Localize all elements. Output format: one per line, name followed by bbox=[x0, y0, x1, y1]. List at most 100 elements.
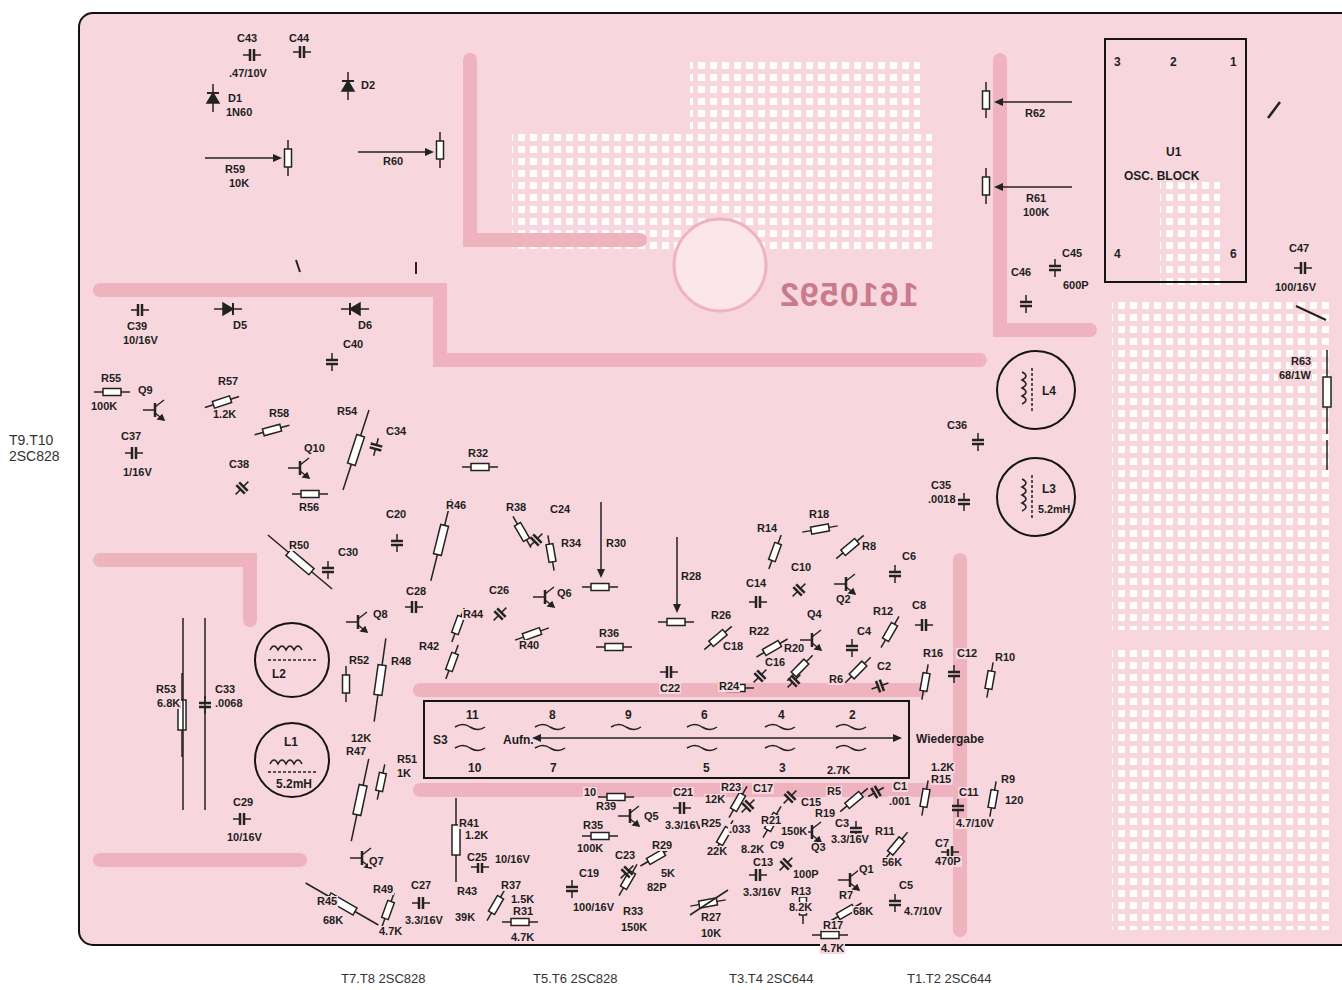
part-name: C3 bbox=[834, 818, 850, 829]
part-name: C44 bbox=[288, 33, 310, 44]
part-name: C4 bbox=[856, 626, 872, 637]
component-value: 150K bbox=[620, 922, 648, 933]
node-text: 10 bbox=[468, 762, 481, 774]
part-name: R28 bbox=[680, 571, 702, 582]
part-name: R62 bbox=[1024, 108, 1046, 119]
node-text: 11 bbox=[466, 709, 479, 721]
component-value: 10K bbox=[700, 928, 722, 939]
part-name: C30 bbox=[337, 547, 359, 558]
transistor-type-note: T1.T2 2SC644 bbox=[906, 972, 993, 986]
part-name: R13 bbox=[790, 886, 812, 897]
part-name: C17 bbox=[752, 783, 774, 794]
inductor-circle: L35.2mH bbox=[996, 457, 1076, 537]
component-value: 1.5K bbox=[510, 894, 535, 905]
part-name: R17 bbox=[822, 920, 844, 931]
component-value: 470P bbox=[934, 856, 962, 867]
part-name: R47 bbox=[345, 746, 367, 757]
node-text: 5.2mH bbox=[1038, 503, 1070, 515]
component-value: 1K bbox=[396, 768, 412, 779]
part-name: C37 bbox=[120, 431, 142, 442]
part-name: C21 bbox=[672, 787, 694, 798]
part-name: R43 bbox=[456, 886, 478, 897]
part-name: R23 bbox=[720, 782, 742, 793]
part-name: R30 bbox=[605, 538, 627, 549]
part-name: R5 bbox=[826, 786, 842, 797]
part-name: C22 bbox=[659, 683, 681, 694]
component-value: 1.2K bbox=[464, 830, 489, 841]
component-value: 1/16V bbox=[122, 467, 153, 478]
component-value: 4.7K bbox=[510, 932, 535, 943]
part-name: C9 bbox=[769, 840, 785, 851]
transistor-type-note: T9.T10 bbox=[8, 433, 54, 448]
part-name: R24 bbox=[718, 681, 740, 692]
component-value: .0018 bbox=[927, 494, 957, 505]
part-name: Q7 bbox=[368, 856, 385, 867]
board-number-watermark: 1610592 bbox=[778, 276, 919, 312]
component-value: 6.8K bbox=[156, 698, 181, 709]
part-name: D5 bbox=[232, 320, 248, 331]
part-name: Q5 bbox=[643, 811, 660, 822]
part-name: C7 bbox=[934, 838, 950, 849]
node-text: L2 bbox=[272, 668, 286, 680]
part-name: D6 bbox=[357, 320, 373, 331]
part-name: Q4 bbox=[806, 609, 823, 620]
component-value: 600P bbox=[1062, 280, 1090, 291]
part-name: R8 bbox=[861, 541, 877, 552]
transistor-type-note: T5.T6 2SC828 bbox=[532, 972, 619, 986]
part-name: C29 bbox=[232, 797, 254, 808]
part-name: C25 bbox=[466, 852, 488, 863]
part-name: R39 bbox=[595, 801, 617, 812]
part-name: Q9 bbox=[137, 385, 154, 396]
node-text: Aufn. bbox=[503, 734, 534, 746]
component-value: .47/10V bbox=[228, 68, 268, 79]
node-text: U1 bbox=[1166, 146, 1181, 158]
component-value: 120 bbox=[1004, 795, 1024, 806]
component-value: 3.3/16V bbox=[830, 834, 870, 845]
node-text: L4 bbox=[1042, 385, 1056, 397]
part-name: C26 bbox=[488, 585, 510, 596]
part-name: R41 bbox=[458, 818, 480, 829]
part-name: R46 bbox=[445, 500, 467, 511]
part-name: R21 bbox=[760, 815, 782, 826]
part-name: C36 bbox=[946, 420, 968, 431]
part-name: C28 bbox=[405, 586, 427, 597]
component-value: 1.2K bbox=[212, 409, 237, 420]
part-name: R44 bbox=[462, 609, 484, 620]
component-value: 12K bbox=[704, 794, 726, 805]
part-name: R34 bbox=[560, 538, 582, 549]
component-value: .0068 bbox=[214, 698, 244, 709]
part-name: R55 bbox=[100, 373, 122, 384]
component-value: .001 bbox=[888, 796, 911, 807]
component-value: 10K bbox=[228, 178, 250, 189]
part-name: R52 bbox=[348, 655, 370, 666]
part-name: R56 bbox=[298, 502, 320, 513]
node-text: S3 bbox=[433, 734, 448, 746]
part-name: C45 bbox=[1061, 248, 1083, 259]
part-name: C16 bbox=[764, 657, 786, 668]
part-name: Q2 bbox=[835, 594, 852, 605]
part-name: C23 bbox=[614, 850, 636, 861]
component-value: .033 bbox=[728, 824, 751, 835]
part-name: R15 bbox=[930, 774, 952, 785]
part-name: C15 bbox=[800, 797, 822, 808]
part-name: R35 bbox=[582, 820, 604, 831]
component-value: 3.3/16V bbox=[742, 887, 782, 898]
part-name: R20 bbox=[783, 643, 805, 654]
part-name: R45 bbox=[316, 896, 338, 907]
part-name: C1 bbox=[892, 781, 908, 792]
part-name: R36 bbox=[598, 628, 620, 639]
part-name: C5 bbox=[898, 880, 914, 891]
part-name: R33 bbox=[622, 906, 644, 917]
component-value: 100K bbox=[1022, 207, 1050, 218]
component-value: 3.3/16V bbox=[664, 820, 704, 831]
component-value: 2.7K bbox=[826, 765, 851, 776]
component-value: 4.7K bbox=[820, 943, 845, 954]
inductor-circle: L4 bbox=[996, 350, 1076, 430]
component-value: 3.3/16V bbox=[404, 915, 444, 926]
node-text: 3 bbox=[779, 762, 786, 774]
part-name: C20 bbox=[385, 509, 407, 520]
node-text: 3 bbox=[1114, 56, 1121, 68]
node-text: 7 bbox=[550, 762, 557, 774]
part-name: C24 bbox=[549, 504, 571, 515]
